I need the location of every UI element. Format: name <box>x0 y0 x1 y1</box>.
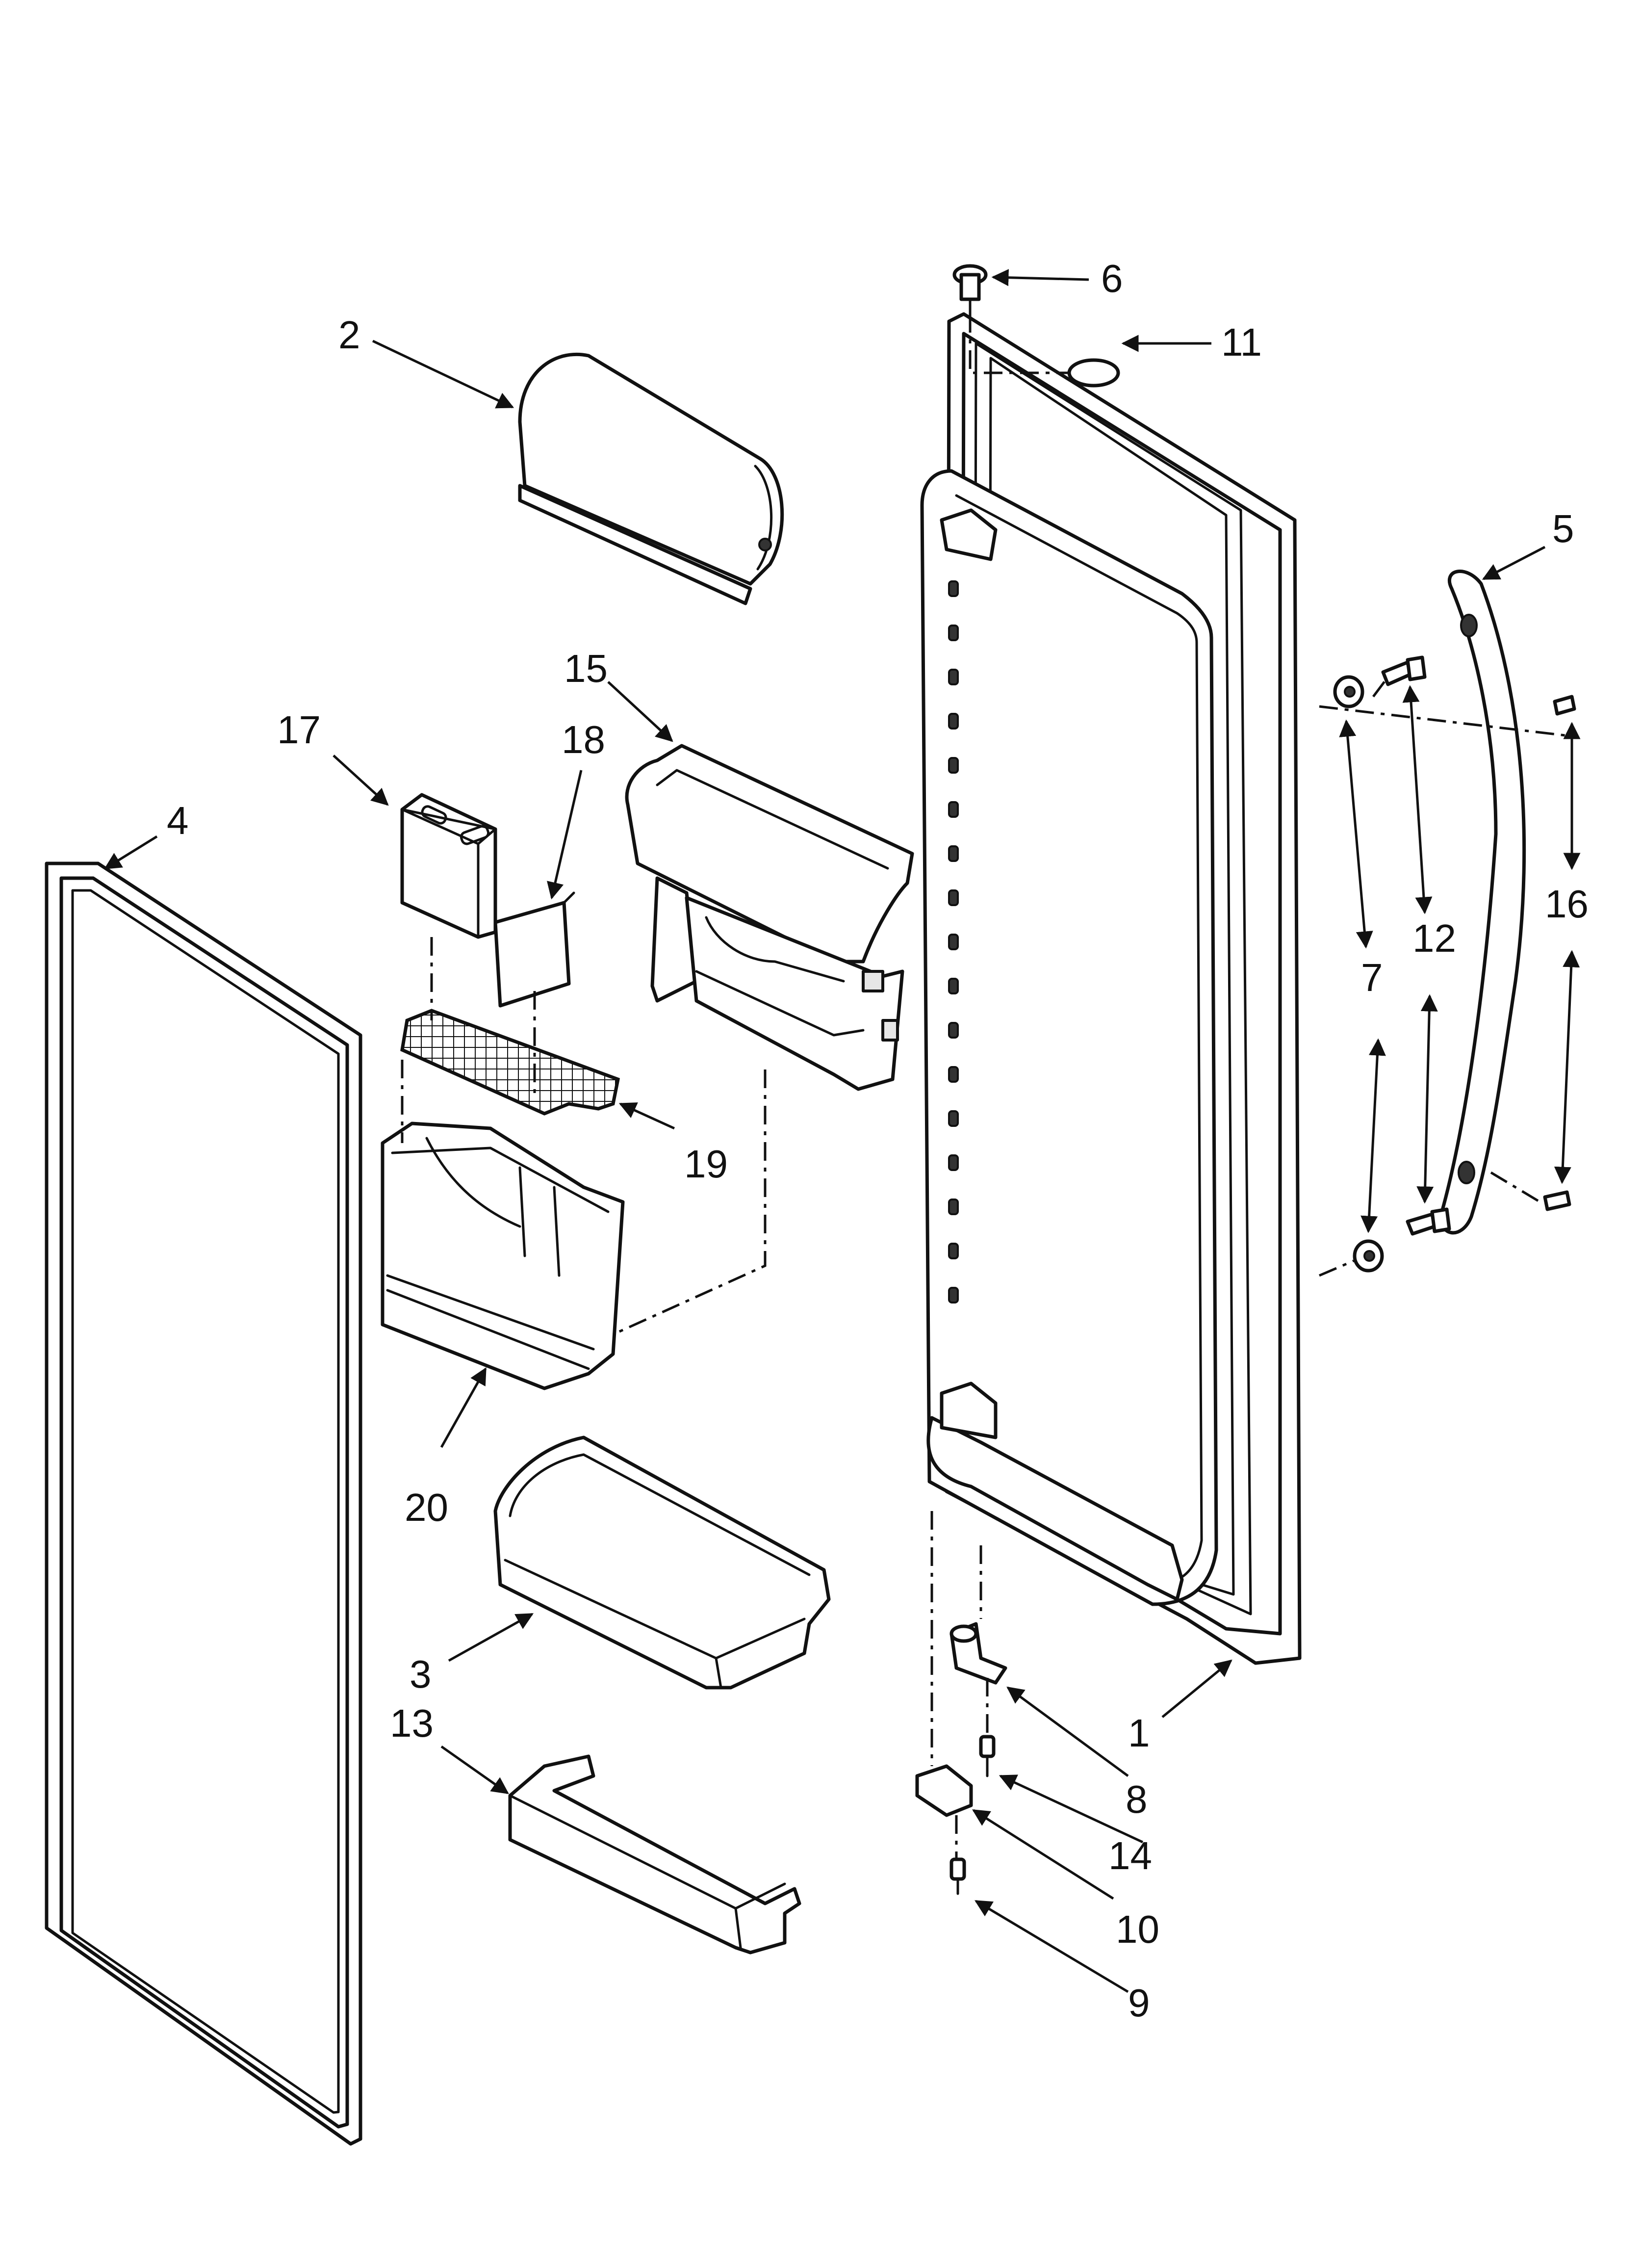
door-liner-slots <box>948 580 959 1303</box>
callout-7: 7 <box>1361 956 1383 999</box>
callout-14: 14 <box>1108 1834 1152 1877</box>
large-bin-part <box>381 1121 625 1390</box>
callout-12: 12 <box>1412 916 1456 960</box>
callout-labels: 1 2 3 4 5 6 7 8 9 10 11 12 13 14 15 16 1… <box>167 257 1589 2025</box>
grille-part <box>400 1009 620 1116</box>
round-plug-part <box>1067 358 1120 388</box>
callout-16: 16 <box>1545 882 1589 926</box>
callout-2: 2 <box>338 313 360 357</box>
dispenser-cover-part <box>518 352 784 605</box>
leader-arrows <box>104 269 1581 1993</box>
door-bin-bracket-part <box>625 744 914 1091</box>
callout-4: 4 <box>167 799 189 842</box>
callout-6: 6 <box>1101 257 1123 300</box>
handle-part <box>1439 570 1526 1235</box>
callout-1: 1 <box>1128 1711 1150 1755</box>
callout-18: 18 <box>562 718 605 761</box>
assembly-lines <box>401 314 1570 1859</box>
callout-3: 3 <box>410 1652 432 1696</box>
callout-20: 20 <box>405 1486 448 1529</box>
door-shelf-part <box>508 1754 801 1955</box>
callout-11: 11 <box>1221 320 1262 364</box>
callout-8: 8 <box>1126 1777 1148 1821</box>
callout-10: 10 <box>1116 1907 1159 1951</box>
callout-5: 5 <box>1552 507 1574 550</box>
callout-15: 15 <box>564 647 608 690</box>
callout-13: 13 <box>390 1701 434 1745</box>
door-bin-part <box>493 1435 831 1690</box>
door-part <box>920 312 1302 1665</box>
callout-19: 19 <box>684 1142 728 1186</box>
top-plug-part <box>952 264 988 315</box>
small-cup-part <box>400 793 497 939</box>
callout-9: 9 <box>1128 1981 1150 2025</box>
small-panel-part <box>493 891 575 1008</box>
hinge-hardware <box>915 1622 1007 1895</box>
door-gasket-part <box>45 861 362 2146</box>
callout-17: 17 <box>277 708 321 752</box>
handle-fasteners <box>1333 655 1576 1273</box>
